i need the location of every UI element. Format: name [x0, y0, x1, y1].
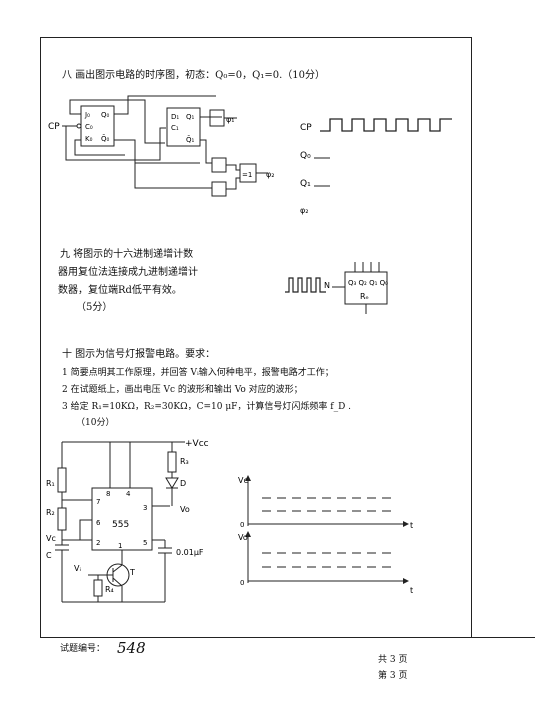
diagram-stroke — [65, 126, 166, 161]
diagram-label: Rₑ — [360, 292, 369, 301]
diagram-stroke — [245, 531, 251, 537]
diagram-stroke — [76, 123, 82, 129]
diagram-label: 3 — [143, 504, 147, 512]
diagram-label: K₀ — [85, 135, 93, 143]
exam-number: 548 — [117, 639, 146, 657]
q10-item1: 1 简要点明其工作原理，并回答 Vᵢ输入何种电平，报警电路才工作； — [62, 368, 334, 378]
d-flipflop — [166, 107, 201, 147]
q10-title: 十 图示为信号灯报警电路。要求： — [62, 349, 216, 360]
diagram-label: 1 — [118, 542, 122, 550]
diagram-stroke — [226, 177, 240, 190]
bottom-rule — [40, 637, 535, 638]
diagram-label: 555 — [112, 520, 129, 530]
q9-score: （5分） — [76, 302, 113, 313]
current-page: 第 3 页 — [378, 671, 408, 681]
timing-cp-label: CP — [300, 123, 312, 133]
diagram-label: R₁ — [46, 479, 55, 488]
q9-line1: 九 将图示的十六进制递增计数 — [60, 249, 194, 260]
diagram-label: +Vcc — [185, 439, 209, 449]
diagram-stroke — [403, 578, 409, 584]
diagram-label: =1 — [242, 171, 252, 179]
q10-score: （10分） — [76, 418, 115, 428]
phi1-label: φ₁ — [226, 115, 234, 124]
diagram-label: Vo — [238, 533, 248, 542]
diagram-label: t — [410, 521, 413, 530]
diagram-stroke — [57, 467, 67, 493]
diagram-label: C₁ — [171, 124, 179, 132]
diagram-label: 0 — [240, 521, 244, 529]
diagram-stroke — [403, 521, 409, 527]
diagram-label: Q₀ — [300, 151, 311, 161]
diagram-label: 8 — [106, 490, 110, 498]
diagram-label: Q₁ — [300, 179, 311, 189]
diagram-label: 4 — [126, 490, 131, 498]
diagram-stroke — [74, 139, 125, 156]
diagram-stroke — [112, 577, 123, 587]
diagram-label: R₂ — [46, 508, 55, 517]
diagram-stroke — [69, 99, 165, 144]
page-border — [40, 37, 472, 638]
total-pages: 共 3 页 — [378, 655, 408, 665]
diagram-stroke — [112, 564, 123, 573]
diagram-label: Q₃ Q₂ Q₁ Q₀ — [348, 279, 388, 287]
diagram-stroke — [226, 164, 240, 171]
diagram-label: Q₀ — [101, 111, 110, 119]
q10-item3: 3 给定 R₁=10KΩ，R₂=30KΩ，C=10 μF，计算信号灯闪烁频率 f… — [62, 402, 352, 412]
diagram-label: Vᵢ — [74, 564, 81, 573]
diagram-stroke — [200, 139, 212, 164]
cp-waveform — [320, 118, 452, 132]
diagram-label: 7 — [96, 498, 100, 506]
diagram-stroke — [114, 139, 200, 164]
diagram-stroke — [134, 163, 212, 189]
diagram-label: N — [324, 281, 330, 290]
diagram-label: Vo — [180, 505, 190, 514]
diagram-stroke — [62, 519, 92, 541]
diagram-label: Q̄₀ — [101, 134, 110, 143]
diagram-stroke — [93, 579, 103, 597]
diagram-stroke — [114, 95, 216, 115]
q9-line3: 数器，复位端Rd低平有效。 — [58, 285, 182, 296]
diagram-label: J₀ — [84, 111, 90, 119]
phi2-label: φ₂ — [266, 170, 274, 179]
diagram-label: Vc — [238, 476, 248, 485]
diagram-label: R₃ — [180, 457, 189, 466]
diagram-label: 6 — [96, 519, 101, 527]
diagram-label: 2 — [96, 539, 100, 547]
diagram-stroke — [245, 475, 251, 481]
diagram-label: T — [129, 568, 135, 577]
q8-title: 八 画出图示电路的时序图，初态：Q₀=0，Q₁=0.（10分） — [62, 70, 325, 81]
diagram-label: 5 — [143, 539, 147, 547]
q10-item2: 2 在试题纸上，画出电压 Vc 的波形和输出 Vo 对应的波形； — [62, 385, 303, 395]
diagram-label: R₄ — [105, 585, 114, 594]
diagram-label: 0.01μF — [176, 548, 204, 557]
diagram-stroke — [57, 507, 67, 531]
diagram-stroke — [285, 277, 326, 293]
diagram-label: Vc — [46, 534, 56, 543]
diagram-label: 0 — [240, 579, 244, 587]
diagram-label: D — [180, 479, 186, 488]
exam-number-label: 试题编号： — [60, 644, 106, 654]
diagram-stroke — [167, 451, 177, 473]
diagram-label: D₁ — [171, 113, 179, 121]
diagram-label: C — [46, 551, 52, 560]
diagram-label: φ₂ — [300, 206, 308, 215]
diagram-label: C₀ — [85, 123, 93, 131]
led-icon — [165, 477, 179, 489]
q9-line2: 器用复位法连接成九进制递增计 — [58, 267, 198, 278]
diagram-label: Q₁ — [186, 113, 195, 121]
cp-label: CP — [48, 122, 60, 132]
diagram-label: Q̄₁ — [186, 135, 195, 144]
diagram-label: t — [410, 586, 413, 595]
